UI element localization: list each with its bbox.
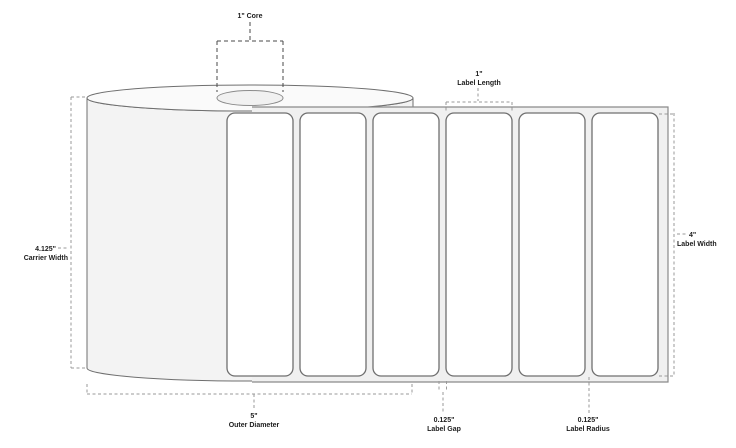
label-gap-value: 0.125" (434, 417, 455, 424)
core-measure (216, 22, 284, 92)
outer-diameter-measure (86, 384, 413, 409)
die-cut-label-2 (299, 112, 367, 377)
core-hole (216, 90, 284, 106)
core-callout-text: 1" Core (237, 13, 262, 20)
carrier-width-name: Carrier Width (24, 255, 68, 262)
die-cut-label-6 (591, 112, 659, 377)
die-cut-label-3 (372, 112, 440, 377)
label-width-name: Label Width (677, 241, 717, 248)
label-gap-name: Label Gap (427, 426, 461, 433)
label-radius-value: 0.125" (578, 417, 599, 424)
outer-diameter-name: Outer Diameter (229, 422, 280, 429)
carrier-width-value: 4.125" (35, 246, 56, 253)
label-width-value: 4" (689, 232, 696, 239)
die-cut-label-5 (518, 112, 586, 377)
label-length-measure (445, 88, 513, 112)
carrier-width-measure (58, 96, 86, 369)
outer-diameter-value: 5" (250, 413, 257, 420)
die-cut-label-4 (445, 112, 513, 377)
label-width-measure (659, 113, 686, 377)
label-radius-name: Label Radius (566, 426, 610, 433)
label-length-name: Label Length (457, 80, 501, 87)
die-cut-labels (226, 112, 659, 377)
label-gap-measure (438, 381, 447, 413)
label-length-value: 1" (475, 71, 482, 78)
die-cut-label-1 (226, 112, 294, 377)
